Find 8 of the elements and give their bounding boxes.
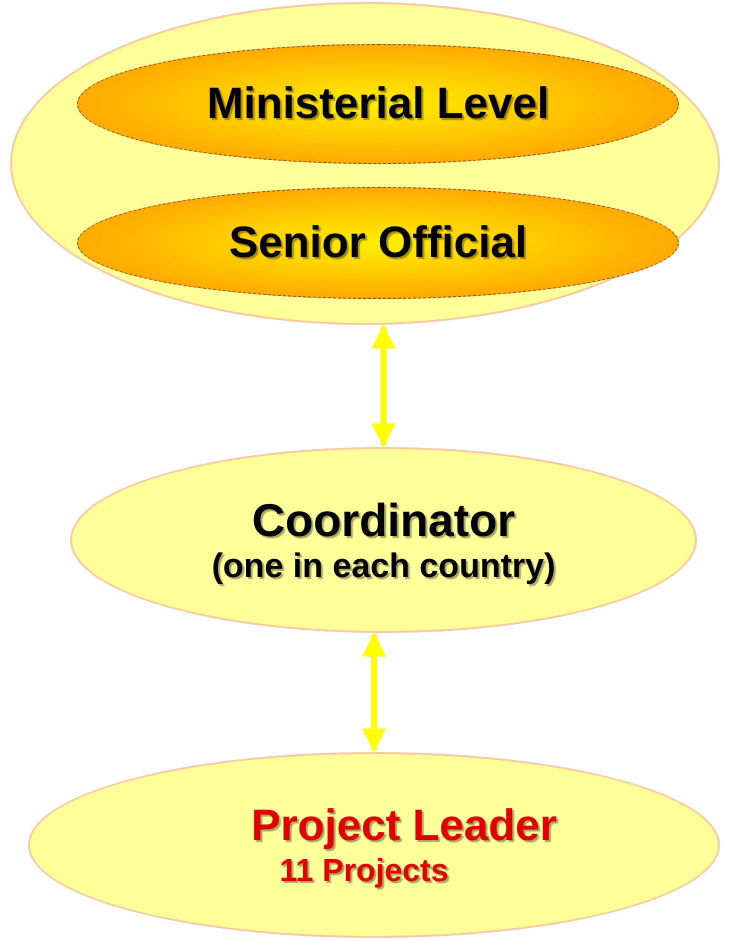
double-arrow bbox=[372, 324, 396, 448]
node-subtitle: 11 Projects bbox=[280, 852, 448, 889]
node-title: Senior Official bbox=[228, 218, 528, 268]
node-title: Coordinator bbox=[252, 494, 516, 547]
node-subtitle: (one in each country) bbox=[212, 546, 556, 586]
node-title: Project Leader bbox=[251, 801, 557, 852]
node-title: Ministerial Level bbox=[206, 78, 550, 130]
double-arrow bbox=[362, 632, 386, 752]
